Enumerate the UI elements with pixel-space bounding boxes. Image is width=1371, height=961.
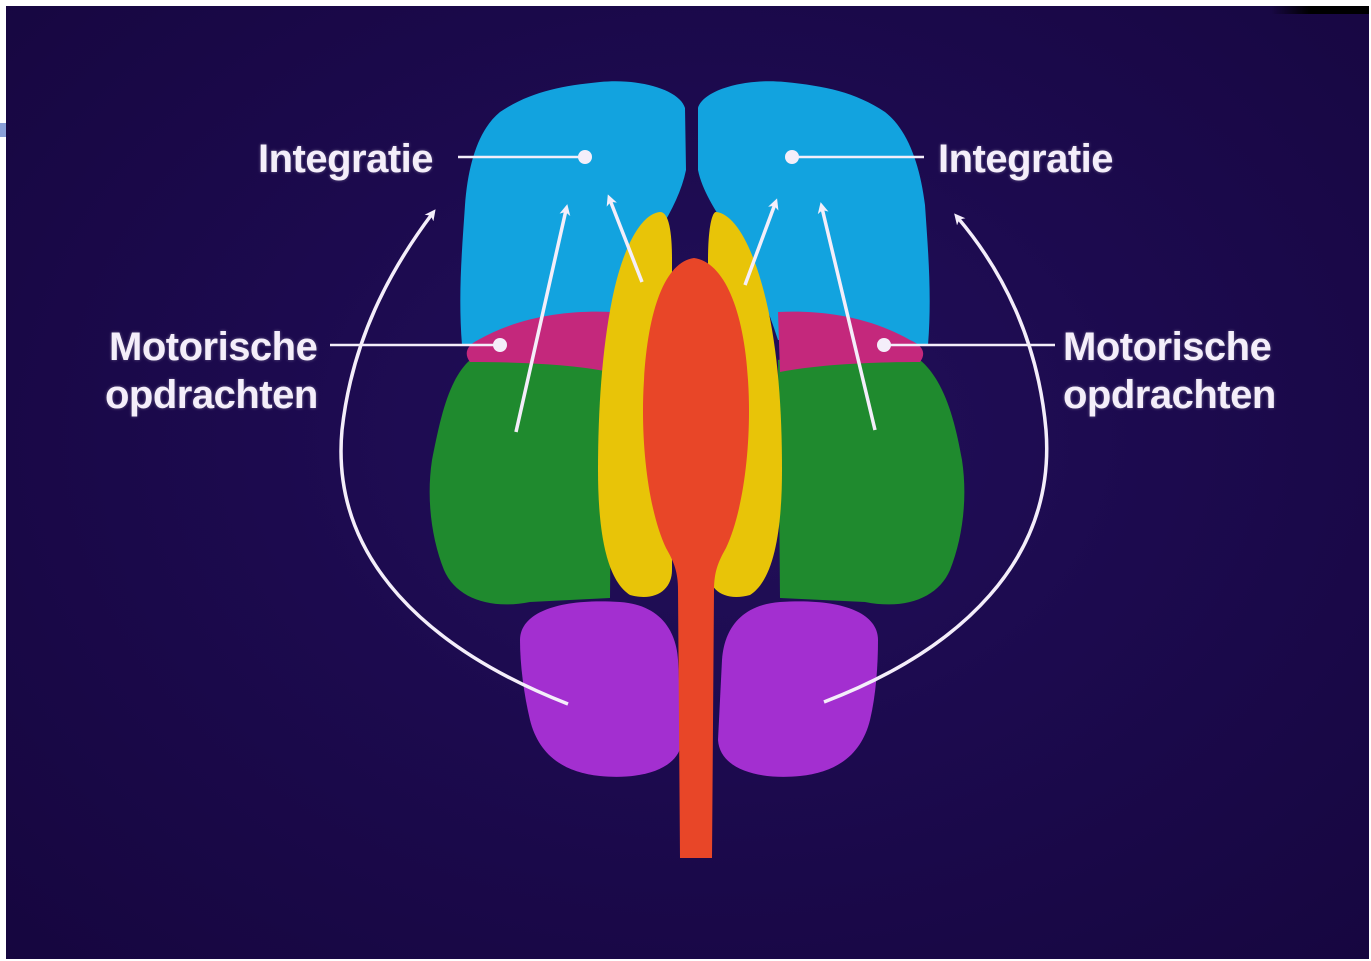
diagram-slide: Integratie Integratie Motorische opdrach…	[6, 6, 1369, 959]
motor-label-right-line2: opdrachten	[1063, 372, 1276, 418]
integration-label-right: Integratie	[938, 136, 1113, 182]
motor-label-left-line1: Motorische	[109, 324, 317, 370]
motor-label-right-line1: Motorische	[1063, 324, 1271, 370]
motor-right-dot	[877, 338, 891, 352]
brain-diagram	[6, 6, 1369, 959]
motor-left-dot	[493, 338, 507, 352]
integration-left-dot	[578, 150, 592, 164]
integration-right-dot	[785, 150, 799, 164]
integration-label-left: Integratie	[258, 136, 433, 182]
motor-label-left-line2: opdrachten	[105, 372, 318, 418]
cerebellum-left	[520, 601, 682, 777]
middle-lobe-right	[778, 350, 964, 604]
middle-lobe-left	[430, 350, 612, 604]
